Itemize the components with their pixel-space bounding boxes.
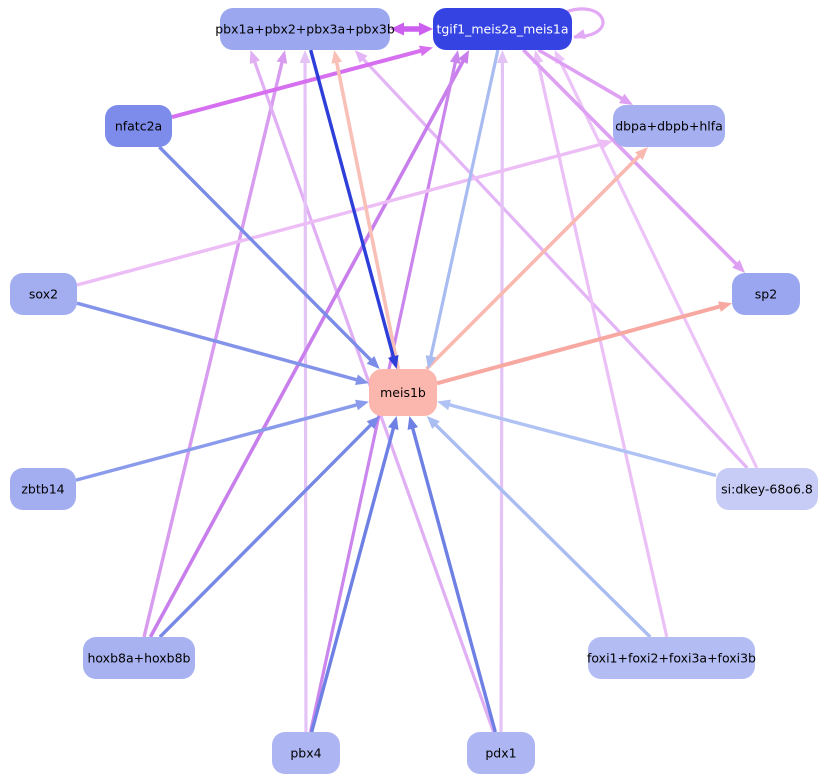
node-foxi-shape[interactable] bbox=[588, 637, 755, 679]
edge-sox2-dbpa[interactable] bbox=[76, 141, 604, 287]
edge-zbtb14-meis1b-arrowhead bbox=[355, 399, 369, 411]
edge-layer bbox=[75, 7, 759, 733]
edge-si_dkey-meis1b[interactable] bbox=[446, 402, 717, 478]
edge-pbx4-tgif1-arrowhead bbox=[449, 50, 461, 64]
edge-tgif1-dbpa-arrowhead bbox=[619, 93, 633, 105]
node-pbx1a-shape[interactable] bbox=[220, 8, 390, 50]
edge-si_dkey-pbx1a[interactable] bbox=[360, 56, 749, 470]
edge-foxi-meis1b[interactable] bbox=[432, 421, 652, 639]
edge-nfatc2a-tgif1[interactable] bbox=[171, 48, 424, 120]
node-pbx1a[interactable]: pbx1a+pbx2+pbx3a+pbx3b bbox=[215, 8, 395, 50]
edge-nfatc2a-meis1b-arrowhead bbox=[366, 355, 380, 369]
edge-pbx4-pbx1a[interactable] bbox=[303, 59, 308, 733]
edge-meis1b-dbpa[interactable] bbox=[425, 152, 643, 371]
node-zbtb14-shape[interactable] bbox=[10, 468, 76, 510]
node-hoxb8a[interactable]: hoxb8a+hoxb8b bbox=[83, 637, 195, 679]
edge-meis1b-pbx1a[interactable] bbox=[334, 59, 401, 370]
node-nfatc2a-shape[interactable] bbox=[105, 105, 172, 147]
node-si_dkey-shape[interactable] bbox=[716, 468, 818, 510]
node-nfatc2a[interactable]: nfatc2a bbox=[105, 105, 172, 147]
edge-hoxb8a-meis1b-arrowhead bbox=[366, 416, 380, 430]
node-meis1b[interactable]: meis1b bbox=[369, 369, 437, 416]
edge-tgif1-sp2-arrowhead bbox=[732, 259, 746, 273]
edge-tgif1-tgif1-selfloop[interactable] bbox=[565, 7, 605, 39]
node-tgif1-label: tgif1_meis2a_meis1a bbox=[436, 22, 568, 37]
node-pbx4[interactable]: pbx4 bbox=[272, 732, 340, 774]
node-foxi-label: foxi1+foxi2+foxi3a+foxi3b bbox=[587, 651, 756, 666]
node-pdx1-label: pdx1 bbox=[485, 746, 516, 761]
edge-pbx1a-tgif1-arrowhead bbox=[419, 22, 433, 36]
node-hoxb8a-label: hoxb8a+hoxb8b bbox=[87, 651, 190, 666]
edge-meis1b-sp2-arrowhead bbox=[718, 301, 732, 312]
node-pdx1[interactable]: pdx1 bbox=[467, 732, 535, 774]
edge-pdx1-pbx1a-arrowhead bbox=[249, 50, 260, 65]
edge-hoxb8a-pbx1a[interactable] bbox=[142, 59, 285, 638]
edge-tgif1-sp2[interactable] bbox=[522, 48, 740, 268]
edge-tgif1-meis1b[interactable] bbox=[428, 49, 500, 360]
node-hoxb8a-shape[interactable] bbox=[83, 637, 195, 679]
edge-nfatc2a-meis1b[interactable] bbox=[158, 145, 374, 364]
edge-tgif1-tgif1-arrowhead bbox=[573, 29, 586, 39]
node-foxi[interactable]: foxi1+foxi2+foxi3a+foxi3b bbox=[587, 637, 756, 679]
edge-meis1b-sp2[interactable] bbox=[436, 303, 723, 386]
edge-pbx1a-meis1b[interactable] bbox=[309, 49, 396, 360]
node-dbpa-label: dbpa+dbpb+hlfa bbox=[615, 119, 723, 134]
node-sox2[interactable]: sox2 bbox=[10, 273, 77, 315]
node-si_dkey-label: si:dkey-68o6.8 bbox=[721, 482, 813, 497]
node-sox2-shape[interactable] bbox=[10, 273, 77, 315]
edge-si_dkey-meis1b-arrowhead bbox=[437, 399, 451, 411]
edge-hoxb8a-tgif1[interactable] bbox=[148, 57, 466, 638]
node-nfatc2a-label: nfatc2a bbox=[115, 119, 162, 134]
edge-sox2-meis1b[interactable] bbox=[76, 301, 360, 383]
edge-pbx1a-meis1b-arrowhead bbox=[388, 355, 399, 369]
node-meis1b-label: meis1b bbox=[380, 385, 426, 400]
node-sp2-label: sp2 bbox=[755, 287, 777, 302]
node-tgif1-shape[interactable] bbox=[433, 8, 572, 50]
node-si_dkey[interactable]: si:dkey-68o6.8 bbox=[716, 468, 818, 510]
node-sp2-shape[interactable] bbox=[732, 273, 800, 315]
node-meis1b-shape[interactable] bbox=[369, 369, 437, 416]
node-pdx1-shape[interactable] bbox=[467, 732, 535, 774]
edge-pbx4-meis1b[interactable] bbox=[310, 425, 396, 733]
node-pbx1a-label: pbx1a+pbx2+pbx3a+pbx3b bbox=[215, 22, 395, 37]
edge-pdx1-meis1b[interactable] bbox=[410, 425, 497, 733]
edge-meis1b-pbx1a-arrowhead bbox=[331, 50, 343, 64]
node-zbtb14-label: zbtb14 bbox=[21, 482, 64, 497]
edge-hoxb8a-meis1b[interactable] bbox=[158, 421, 374, 639]
edge-meis1b-dbpa-arrowhead bbox=[635, 147, 649, 161]
node-pbx4-label: pbx4 bbox=[290, 746, 321, 761]
edge-si_dkey-tgif1[interactable] bbox=[557, 58, 759, 469]
edge-pdx1-tgif1-arrowhead bbox=[497, 50, 508, 64]
edge-pdx1-tgif1[interactable] bbox=[499, 59, 505, 733]
edge-pbx4-meis1b-arrowhead bbox=[388, 416, 399, 430]
edge-zbtb14-meis1b[interactable] bbox=[75, 402, 360, 482]
edge-sox2-meis1b-arrowhead bbox=[355, 374, 369, 385]
edge-pbx1a-tgif1-rev-arrowhead bbox=[390, 22, 404, 36]
node-layer: pbx1a+pbx2+pbx3a+pbx3b tgif1_meis2a_meis1… bbox=[10, 8, 818, 774]
edge-si_dkey-pbx1a-arrowhead bbox=[354, 50, 368, 64]
edge-tgif1-meis1b-arrowhead bbox=[425, 355, 437, 369]
node-dbpa[interactable]: dbpa+dbpb+hlfa bbox=[613, 105, 725, 147]
edge-pbx4-pbx1a-arrowhead bbox=[299, 50, 311, 64]
edge-hoxb8a-tgif1-arrowhead bbox=[458, 50, 470, 65]
node-dbpa-shape[interactable] bbox=[613, 105, 725, 147]
node-zbtb14[interactable]: zbtb14 bbox=[10, 468, 76, 510]
edge-foxi-meis1b-arrowhead bbox=[426, 416, 440, 429]
edge-sox2-dbpa-arrowhead bbox=[599, 139, 613, 150]
edge-pdx1-meis1b-arrowhead bbox=[407, 416, 419, 430]
edge-hoxb8a-pbx1a-arrowhead bbox=[276, 50, 288, 64]
node-sox2-label: sox2 bbox=[29, 287, 58, 302]
node-tgif1[interactable]: tgif1_meis2a_meis1a bbox=[433, 8, 572, 50]
edge-tgif1-dbpa[interactable] bbox=[537, 48, 626, 102]
edge-nfatc2a-tgif1-arrowhead bbox=[419, 45, 433, 57]
node-pbx4-shape[interactable] bbox=[272, 732, 340, 774]
node-sp2[interactable]: sp2 bbox=[732, 273, 800, 315]
